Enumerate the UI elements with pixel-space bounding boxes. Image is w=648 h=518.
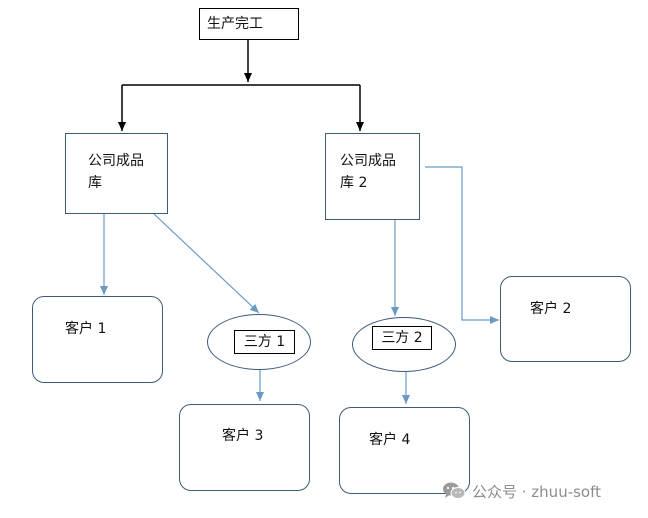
node-label: 客户 1	[65, 321, 107, 337]
node-customer-4: 客户 4	[339, 407, 470, 494]
wechat-icon	[442, 481, 466, 501]
watermark-text: 公众号 · zhuu-soft	[472, 482, 602, 501]
node-warehouse-2: 公司成品 库 2	[325, 133, 420, 220]
node-customer-1: 客户 1	[32, 296, 163, 383]
node-warehouse-1: 公司成品 库	[65, 133, 168, 214]
edge-warehouse-1-to-third-party-1	[153, 213, 260, 314]
node-label: 客户 2	[530, 301, 572, 317]
watermark: 公众号 · zhuu-soft	[442, 479, 601, 503]
node-production-done: 生产完工	[199, 8, 299, 40]
node-label: 三方 1	[234, 330, 295, 354]
node-label: 三方 2	[372, 326, 432, 350]
edge-warehouse-2-to-customer-2	[425, 166, 499, 324]
node-label: 客户 4	[369, 432, 411, 448]
node-label: 公司成品 库	[88, 153, 144, 191]
node-label: 公司成品 库 2	[340, 153, 396, 191]
node-customer-2: 客户 2	[500, 276, 631, 362]
node-third-party-2: 三方 2	[352, 317, 456, 372]
node-label: 生产完工	[207, 16, 263, 32]
node-third-party-1: 三方 1	[207, 314, 311, 370]
node-customer-3: 客户 3	[179, 404, 310, 491]
node-label: 客户 3	[222, 428, 264, 444]
